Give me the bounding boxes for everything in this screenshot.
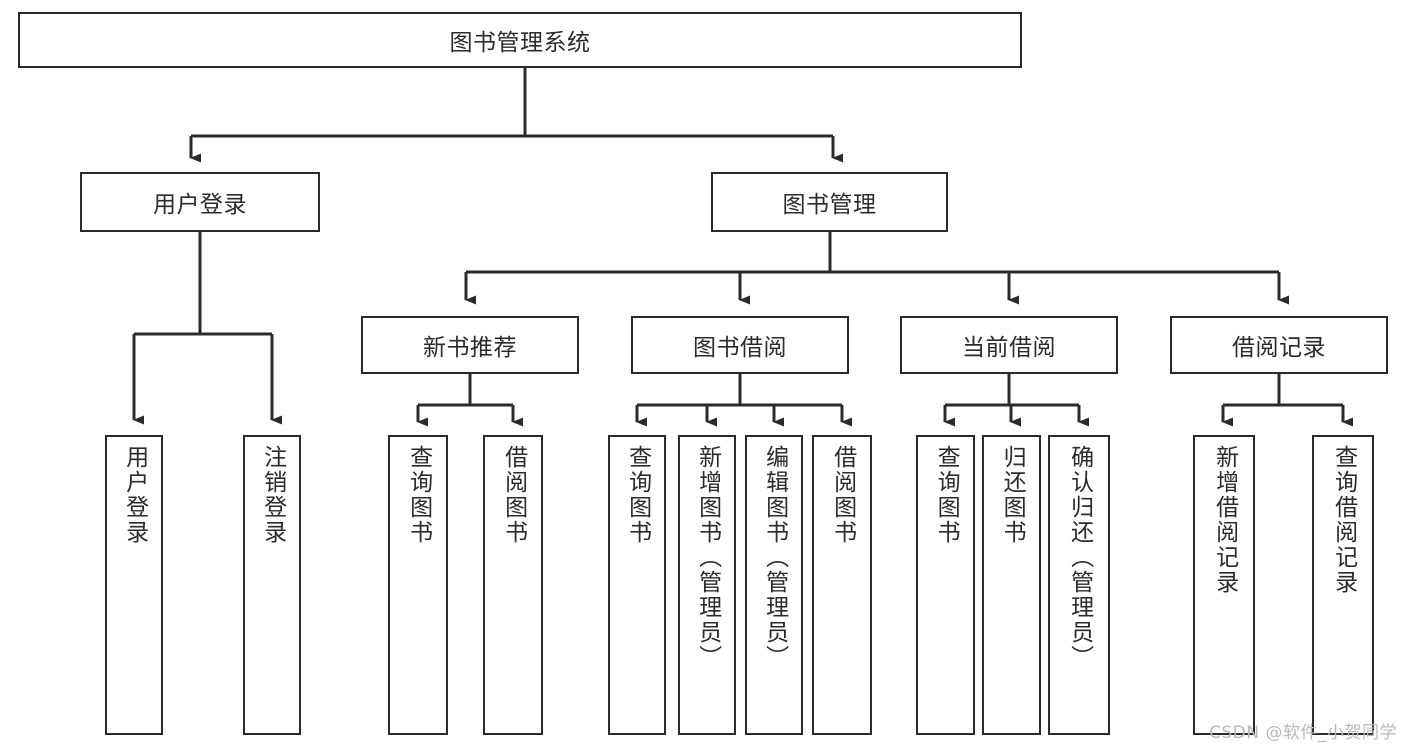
leaf-query-book-newbook[interactable]: 查询图书 [388, 435, 448, 735]
leaf-add-borrow-record[interactable]: 新增借阅记录 [1193, 435, 1255, 735]
node-label: 用户登录 [153, 192, 247, 218]
node-book-management[interactable]: 图书管理 [711, 172, 948, 232]
node-label: 注销登录 [259, 445, 286, 545]
node-label: 借阅记录 [1232, 335, 1326, 361]
node-current-borrowing[interactable]: 当前借阅 [900, 316, 1118, 374]
leaf-query-book-current[interactable]: 查询图书 [916, 435, 975, 735]
node-borrowing-record[interactable]: 借阅记录 [1170, 316, 1388, 374]
node-label: 查询图书 [624, 445, 651, 545]
node-label: 编辑图书（管理员） [761, 445, 788, 670]
leaf-borrow-book-newbook[interactable]: 借阅图书 [483, 435, 543, 735]
node-new-book-recommendation[interactable]: 新书推荐 [361, 316, 579, 374]
leaf-logout[interactable]: 注销登录 [243, 435, 301, 735]
node-label: 借阅图书 [829, 445, 856, 545]
node-user-login[interactable]: 用户登录 [80, 172, 320, 232]
node-label: 查询图书 [405, 445, 432, 545]
node-root-book-management-system[interactable]: 图书管理系统 [18, 12, 1022, 68]
leaf-edit-book-admin[interactable]: 编辑图书（管理员） [745, 435, 803, 735]
node-label: 当前借阅 [962, 335, 1056, 361]
node-label: 新增图书（管理员） [694, 445, 721, 670]
node-label: 用户登录 [121, 445, 148, 545]
node-label: 归还图书 [999, 445, 1026, 545]
leaf-borrow-book-borrowing[interactable]: 借阅图书 [812, 435, 872, 735]
leaf-add-book-admin[interactable]: 新增图书（管理员） [678, 435, 736, 735]
node-label: 查询借阅记录 [1330, 445, 1357, 595]
watermark: CSDN @软件_小贺同学 [1209, 723, 1397, 743]
leaf-query-book-borrowing[interactable]: 查询图书 [608, 435, 666, 735]
node-label: 查询图书 [933, 445, 960, 545]
leaf-query-borrow-record[interactable]: 查询借阅记录 [1312, 435, 1374, 735]
leaf-user-login[interactable]: 用户登录 [105, 435, 163, 735]
node-label: 新增借阅记录 [1211, 445, 1238, 595]
node-label: 借阅图书 [500, 445, 527, 545]
node-label: 图书管理系统 [449, 30, 591, 56]
node-label: 新书推荐 [423, 335, 517, 361]
node-label: 确认归还（管理员） [1066, 445, 1093, 670]
node-book-borrowing[interactable]: 图书借阅 [631, 316, 849, 374]
node-label: 图书借阅 [693, 335, 787, 361]
leaf-confirm-return-admin[interactable]: 确认归还（管理员） [1048, 435, 1110, 735]
leaf-return-book[interactable]: 归还图书 [982, 435, 1041, 735]
node-label: 图书管理 [782, 192, 877, 218]
